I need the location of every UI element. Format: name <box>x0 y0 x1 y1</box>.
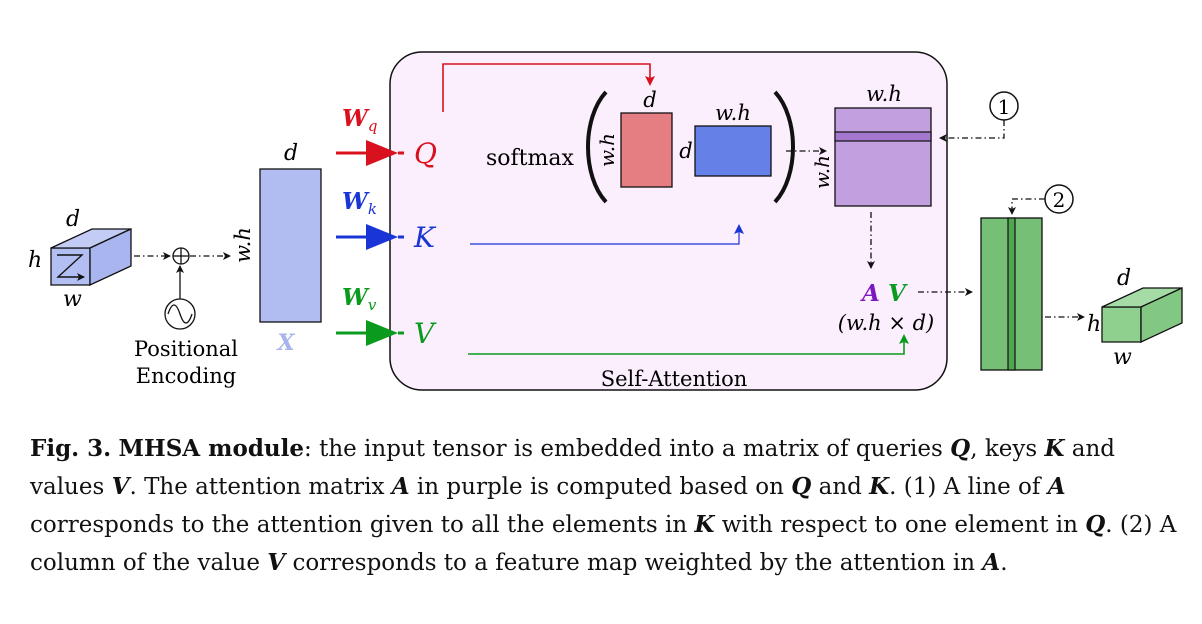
input-w-label: w <box>63 287 82 312</box>
caption-v-2: V <box>267 549 286 576</box>
caption-v: V <box>111 473 130 500</box>
x-matrix-d-label: d <box>284 141 298 166</box>
caption-k-2: K <box>869 473 890 500</box>
av-v-label: V <box>888 280 908 307</box>
k-matrix-wh-label: w.h <box>715 101 751 125</box>
caption-text-10: with <box>714 512 773 538</box>
attention-matrix-wh-side-label: w.h <box>810 155 834 189</box>
q-matrix-d-label: d <box>643 88 656 112</box>
callout-2-label: 2 <box>1053 188 1066 212</box>
mhsa-diagram: Self-Attention d h w Positional Encoding… <box>28 51 1183 391</box>
caption-title: MHSA module <box>118 435 305 462</box>
av-dims-label: (w.h × d) <box>838 311 934 335</box>
positional-encoding-line2: Encoding <box>136 364 236 388</box>
softmax-right-paren <box>773 90 795 204</box>
caption-text-2: , <box>970 436 978 462</box>
q-flow-line <box>442 63 655 112</box>
v-flow-line <box>468 334 909 355</box>
input-tensor <box>50 227 132 287</box>
positional-encoding-line1: Positional <box>134 337 238 361</box>
caption-text-4: and values <box>30 436 1116 500</box>
caption-text-5: . The attention matrix <box>129 474 392 500</box>
x-matrix-wh-label: w.h <box>231 227 255 263</box>
sine-wave-icon <box>164 298 196 330</box>
caption-text-13: corresponds to a feature <box>285 550 580 576</box>
q-label: Q <box>414 137 437 170</box>
caption-a-2: A <box>1047 473 1066 500</box>
caption-text-8: . (1) A line of <box>889 474 1048 500</box>
wk-arrow-icon <box>366 224 398 250</box>
attention-matrix-wh-top-label: w.h <box>866 82 902 106</box>
caption-text-11: respect to one element in <box>780 512 1086 538</box>
q-matrix-wh-label: w.h <box>595 133 619 167</box>
caption-text-9: corresponds to the attention given to al… <box>30 512 695 538</box>
caption-q: Q <box>950 435 971 462</box>
caption-text-3: keys <box>984 436 1045 462</box>
wk-label: Wk <box>342 188 377 218</box>
caption-text-15: . <box>1000 550 1008 576</box>
q-matrix <box>620 112 673 188</box>
k-label: K <box>413 221 437 254</box>
value-column-highlight <box>1007 217 1016 371</box>
input-h-label: h <box>28 248 42 273</box>
attention-matrix <box>834 107 932 207</box>
caption-text-14: map weighted by the attention in <box>587 550 983 576</box>
add-operator <box>172 247 190 265</box>
output-d-label: d <box>1117 266 1131 291</box>
caption-q-3: Q <box>1085 511 1106 538</box>
caption-a: A <box>391 473 410 500</box>
self-attention-label: Self-Attention <box>601 367 748 391</box>
caption-text-7: and <box>811 474 862 500</box>
input-d-label: d <box>66 207 80 232</box>
callout-1-label: 1 <box>998 95 1011 119</box>
wq-arrow-icon <box>366 140 398 166</box>
softmax-left-paren <box>586 90 608 204</box>
caption-fig-label: Fig. 3. <box>30 435 112 462</box>
caption-q-2: Q <box>791 473 812 500</box>
caption-k: K <box>1044 435 1065 462</box>
v-label: V <box>414 317 437 350</box>
av-a-label: A <box>860 280 880 307</box>
attention-row-highlight <box>834 131 932 142</box>
k-matrix <box>694 125 772 177</box>
x-matrix <box>259 168 322 323</box>
caption-text-12: . (2) A column of the value <box>30 512 1177 576</box>
figure-caption: Fig. 3. MHSA module: the input tensor is… <box>30 430 1180 582</box>
softmax-label: softmax <box>486 146 574 171</box>
caption-a-3: A <box>982 549 1001 576</box>
caption-k-3: K <box>694 511 715 538</box>
wv-arrow-icon <box>366 320 398 346</box>
wq-label: Wq <box>342 105 377 135</box>
x-matrix-label: X <box>275 330 295 356</box>
output-w-label: w <box>1113 345 1132 370</box>
caption-text-6: in purple is computed based on <box>409 474 792 500</box>
wv-label: Wv <box>342 284 377 314</box>
self-attention-panel <box>389 51 948 391</box>
output-h-label: h <box>1087 312 1101 337</box>
k-matrix-d-label: d <box>679 139 692 163</box>
output-tensor <box>1101 286 1183 344</box>
caption-text-1: : the input tensor is embedded into a ma… <box>304 436 951 462</box>
k-flow-line <box>470 224 744 245</box>
